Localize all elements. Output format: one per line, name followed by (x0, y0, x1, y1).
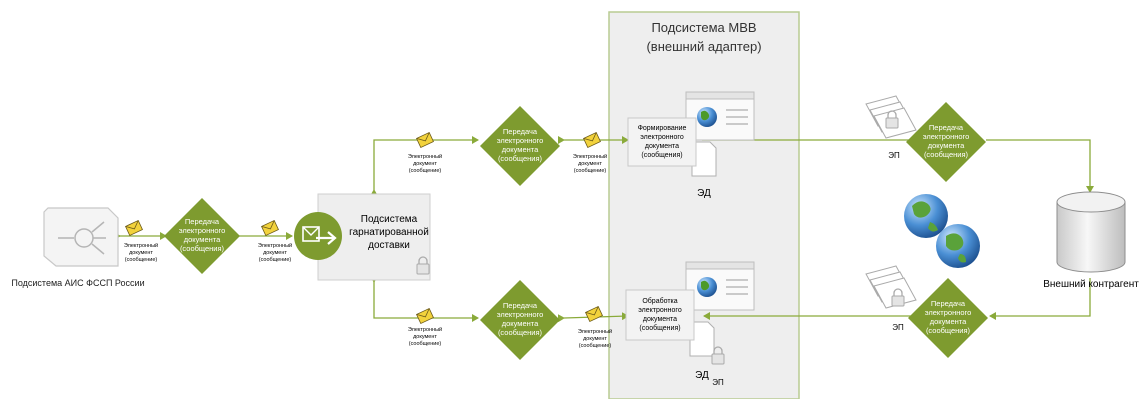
envelope-icon (583, 131, 601, 149)
svg-text:документ: документ (263, 250, 287, 256)
transfer-label-line4: (сообщения) (926, 326, 971, 335)
mvb-subtitle: (внешний адаптер) (646, 39, 761, 54)
padlock-icon (711, 346, 725, 365)
document-icon (691, 141, 717, 177)
envelope-icon (125, 219, 143, 237)
envelope-icon (261, 219, 279, 237)
transfer-label-line2: электронного (925, 308, 972, 317)
delivery-hub-icon (294, 212, 342, 260)
svg-text:(сообщение): (сообщение) (579, 343, 612, 349)
transfer-label-line3: документа (502, 319, 539, 328)
transfer-label-line3: документа (930, 317, 967, 326)
ep-label: ЭП (892, 323, 904, 332)
ep-label: ЭП (712, 378, 724, 387)
ais-network-icon (58, 221, 106, 255)
doc-caption: Электронный документ (сообщение) (578, 328, 612, 349)
doc-caption: Электронный документ (сообщение) (258, 242, 292, 263)
doc-caption: Электронный документ (сообщение) (573, 153, 607, 174)
processing-block: Обработка электронного документа (сообще… (625, 261, 755, 387)
svg-text:(сообщение): (сообщение) (409, 341, 442, 347)
svg-text:Электронный: Электронный (578, 328, 612, 335)
envelope-icon (416, 131, 434, 149)
transfer-label-line1: Передача (929, 123, 964, 132)
transfer-label-line3: документа (502, 145, 539, 154)
ep-label: ЭП (888, 151, 900, 160)
svg-text:(сообщение): (сообщение) (125, 257, 158, 263)
browser-window-icon (685, 91, 755, 141)
transfer-diamond-bottom: Передача электронного документа (сообщен… (480, 280, 560, 360)
svg-text:документ: документ (413, 161, 437, 167)
transfer-label-line2: электронного (179, 226, 226, 235)
transfer-label-line3: документа (928, 141, 965, 150)
transfer-label-line4: (сообщения) (180, 244, 225, 253)
svg-text:документ: документ (583, 336, 607, 342)
processing-label-line3: документа (643, 316, 677, 323)
svg-text:документ: документ (129, 250, 153, 256)
forming-label-line3: документа (645, 143, 679, 150)
transfer-label-line2: электронного (497, 310, 544, 319)
forming-label-line1: Формирование (638, 125, 687, 132)
transfer-label-line2: электронного (497, 136, 544, 145)
doc-caption: Электронный документ (сообщение) (124, 242, 158, 263)
doc-caption: Электронный документ (сообщение) (408, 326, 442, 347)
transfer-label-line1: Передача (185, 217, 220, 226)
transfer-diamond-right-bottom: Передача электронного документа (сообщен… (908, 278, 988, 358)
mvb-title: Подсистема МВВ (651, 20, 756, 35)
svg-text:Электронный: Электронный (258, 242, 292, 249)
ed-label: ЭД (697, 188, 711, 199)
forming-label-line4: (сообщения) (641, 151, 682, 159)
doc-caption: Электронный документ (сообщение) (408, 153, 442, 174)
delivery-label-line2: гарнатированной (349, 227, 429, 238)
envelope-icon (416, 307, 434, 325)
transfer-label-line4: (сообщения) (498, 328, 543, 337)
database-icon (1056, 191, 1126, 273)
svg-text:(сообщение): (сообщение) (409, 168, 442, 174)
browser-window-icon (685, 261, 755, 311)
svg-text:Электронный: Электронный (408, 153, 442, 160)
external-label: Внешний контрагент (1043, 279, 1139, 290)
svg-text:Электронный: Электронный (124, 242, 158, 249)
transfer-label-line1: Передача (503, 301, 538, 310)
svg-text:Электронный: Электронный (408, 326, 442, 333)
document-stack-icon (865, 95, 917, 139)
processing-label-line2: электронного (638, 307, 682, 314)
globe-icon (904, 194, 948, 238)
transfer-label-line1: Передача (931, 299, 966, 308)
envelope-icon (585, 305, 603, 323)
processing-label-line1: Обработка (642, 297, 677, 305)
document-stack-icon (865, 265, 917, 309)
svg-text:документ: документ (413, 334, 437, 340)
padlock-icon (885, 110, 899, 129)
padlock-icon (416, 256, 430, 275)
processing-label-line4: (сообщения) (639, 324, 680, 332)
transfer-label-line2: электронного (923, 132, 970, 141)
ais-label: Подсистема АИС ФССП России (11, 278, 144, 288)
transfer-diamond-right-top: Передача электронного документа (сообщен… (906, 102, 986, 182)
padlock-icon (891, 288, 905, 307)
svg-text:(сообщение): (сообщение) (259, 257, 292, 263)
delivery-label-line3: доставки (368, 240, 410, 251)
delivery-label-line1: Подсистема (361, 214, 418, 225)
transfer-diamond-1: Передача электронного документа (сообщен… (164, 198, 240, 274)
svg-text:документ: документ (578, 161, 602, 167)
transfer-diamond-top: Передача электронного документа (сообщен… (480, 106, 560, 186)
svg-text:(сообщение): (сообщение) (574, 168, 607, 174)
globe-icon (936, 224, 980, 268)
ed-label: ЭД (695, 370, 709, 381)
document-icon (689, 321, 715, 357)
transfer-label-line3: документа (184, 235, 221, 244)
forming-block: Формирование электронного документа (соо… (627, 91, 755, 199)
svg-text:Электронный: Электронный (573, 153, 607, 160)
ais-subsystem: Подсистема АИС ФССП России (11, 207, 145, 288)
forming-label-line2: электронного (640, 134, 684, 141)
transfer-label-line4: (сообщения) (924, 150, 969, 159)
transfer-label-line1: Передача (503, 127, 538, 136)
transfer-label-line4: (сообщения) (498, 154, 543, 163)
